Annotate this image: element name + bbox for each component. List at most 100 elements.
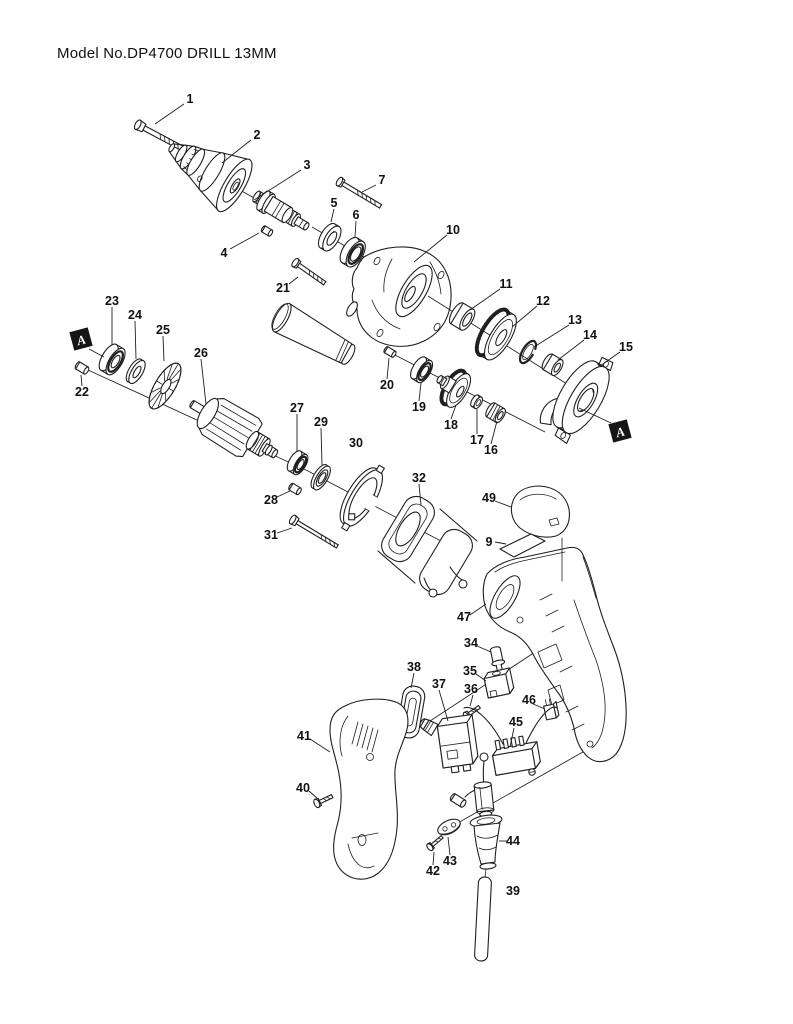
part-14-bushing	[541, 353, 564, 377]
part-25-fan	[148, 362, 182, 410]
part-3-spindle	[252, 190, 310, 231]
part-label-4: 4	[221, 246, 228, 260]
part-label-26: 26	[194, 346, 208, 360]
section-markers: AA	[69, 327, 632, 443]
leader-line-22	[80, 374, 83, 387]
part-15-bearing-box	[539, 356, 614, 444]
part-2-chuck	[168, 143, 253, 213]
leader-line-25	[162, 335, 165, 362]
leader-line-49	[494, 500, 512, 508]
leader-line-26	[200, 358, 207, 405]
part-label-7: 7	[379, 173, 386, 187]
part-label-28: 28	[264, 493, 278, 507]
leader-line-1	[154, 103, 185, 125]
part-label-42: 42	[426, 864, 440, 878]
part-label-2: 2	[254, 128, 261, 142]
leader-line-42	[432, 851, 435, 866]
leader-line-5	[330, 208, 335, 223]
part-label-6: 6	[353, 208, 360, 222]
part-label-30: 30	[349, 436, 363, 450]
leader-line-35	[475, 673, 487, 682]
part-42-screw	[426, 835, 444, 852]
svg-text:A: A	[613, 424, 627, 441]
part-49-rear-cover	[510, 485, 570, 538]
part-label-39: 39	[506, 884, 520, 898]
leader-line-34	[476, 645, 492, 653]
part-label-10: 10	[446, 223, 460, 237]
part-40-screw	[313, 794, 334, 809]
part-label-37: 37	[432, 677, 446, 691]
part-label-24: 24	[128, 308, 142, 322]
part-31-screw	[288, 514, 339, 549]
leader-line-36	[469, 694, 474, 707]
leader-line-45	[509, 727, 515, 748]
leader-line-32	[418, 483, 422, 506]
part-7-screw	[335, 176, 383, 209]
part-41-handle-cover	[329, 698, 409, 880]
leader-line-46	[532, 703, 546, 710]
part-17-nut	[470, 394, 484, 410]
part-22-pin	[74, 361, 90, 375]
part-label-31: 31	[264, 528, 278, 542]
part-label-27: 27	[290, 401, 304, 415]
part-label-16: 16	[484, 443, 498, 457]
section-marker: A	[608, 419, 632, 443]
leader-line-29	[320, 427, 323, 466]
part-21-screw	[291, 257, 327, 286]
part-label-14: 14	[583, 328, 597, 342]
part-20-pin	[383, 346, 397, 358]
leader-line-43	[447, 836, 451, 856]
leader-line-28	[276, 490, 291, 498]
leader-line-40	[308, 790, 318, 799]
leader-line-7	[361, 184, 377, 193]
part-45-terminal-block	[463, 706, 558, 776]
part-30-baffle-ring	[339, 464, 385, 532]
part-10-gear-housing	[346, 246, 452, 347]
leader-line-16	[490, 420, 498, 445]
leader-line-12	[511, 305, 538, 328]
part-label-11: 11	[499, 277, 512, 291]
part-19-ball-bearing	[410, 356, 434, 384]
leader-line-24	[134, 320, 137, 360]
svg-text:A: A	[74, 332, 88, 349]
part-label-43: 43	[443, 854, 457, 868]
part-label-9: 9	[486, 535, 493, 549]
part-35-switch-block	[483, 667, 515, 699]
part-43-cord-clamp	[437, 818, 461, 836]
part-label-47: 47	[457, 610, 471, 624]
part-13-snap-ring	[518, 339, 538, 365]
part-39-power-cord	[474, 868, 492, 962]
part-label-3: 3	[304, 158, 311, 172]
part-1-screw	[133, 119, 184, 151]
part-label-49: 49	[482, 491, 496, 505]
part-label-45: 45	[509, 715, 523, 729]
section-marker: A	[69, 327, 93, 351]
part-23-ball-bearing	[98, 343, 126, 376]
leader-line-37	[438, 689, 449, 722]
leader-line-13	[533, 324, 570, 348]
section-marker-leader-0	[88, 348, 105, 358]
part-44-cord-guard	[469, 814, 503, 870]
leader-line-20	[386, 357, 390, 380]
part-label-40: 40	[296, 781, 310, 795]
leader-line-6	[354, 220, 357, 238]
part-16-bushing	[485, 402, 506, 424]
part-label-1: 1	[187, 92, 194, 106]
part-label-13: 13	[568, 313, 582, 327]
part-label-41: 41	[297, 729, 311, 743]
part-label-22: 22	[75, 385, 89, 399]
part-label-19: 19	[412, 400, 426, 414]
part-label-23: 23	[105, 294, 119, 308]
page-title: Model No.DP4700 DRILL 13MM	[57, 45, 277, 62]
leader-line-14	[557, 339, 585, 361]
leader-line-11	[469, 288, 501, 311]
part-label-12: 12	[536, 294, 550, 308]
part-29-washer	[310, 463, 331, 491]
part-label-20: 20	[380, 378, 394, 392]
leader-line-10	[413, 234, 448, 263]
part-label-5: 5	[331, 196, 338, 210]
part-label-35: 35	[463, 664, 477, 678]
part-5-retaining-ring	[317, 222, 342, 252]
part-label-29: 29	[314, 415, 328, 429]
